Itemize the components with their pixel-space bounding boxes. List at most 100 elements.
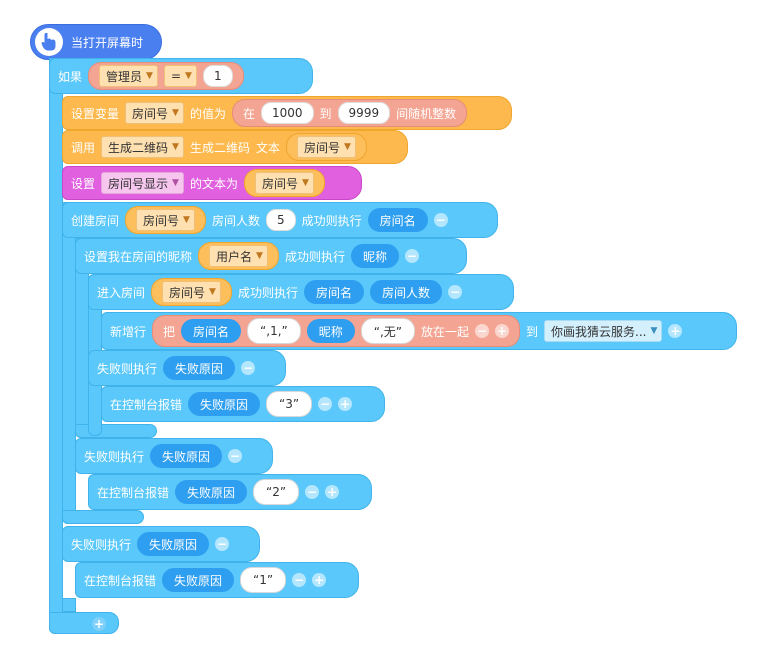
create-room-label: 创建房间 xyxy=(71,213,120,228)
add-else-button[interactable]: + xyxy=(92,617,106,631)
add-param-button[interactable]: + xyxy=(668,324,683,338)
remove-param-button[interactable]: − xyxy=(404,249,419,263)
count-value[interactable]: 5 xyxy=(265,209,296,231)
remove-param-button[interactable]: − xyxy=(433,213,448,227)
chevron-down-icon: ▼ xyxy=(650,326,658,336)
if-left-dropdown[interactable]: 管理员▼ xyxy=(99,65,158,87)
set-text-label: 设置 xyxy=(71,176,96,191)
of-label: 的值为 xyxy=(189,106,226,121)
create-room-row[interactable]: 创建房间 房间号▼ 房间人数 5 成功则执行 房间名 − xyxy=(62,202,498,238)
component-dropdown[interactable]: 房间号显示▼ xyxy=(101,172,184,194)
enter-result-1[interactable]: 房间名 xyxy=(303,280,364,304)
fail1-code[interactable]: “1” xyxy=(240,567,287,593)
enter-room-row[interactable]: 进入房间 房间号▼ 成功则执行 房间名 房间人数 − xyxy=(88,274,514,310)
chevron-down-icon: ▼ xyxy=(183,215,190,225)
remove-param-button[interactable]: − xyxy=(228,449,243,463)
in-label: 在 xyxy=(242,106,255,121)
enter-room-dropdown[interactable]: 房间号▼ xyxy=(162,281,221,303)
add-item-button[interactable]: + xyxy=(495,324,510,338)
if-container xyxy=(49,58,63,634)
chevron-down-icon: ▼ xyxy=(146,71,153,81)
join-expression[interactable]: 把 房间名 “,1,” 昵称 “,无” 放在一起 − + xyxy=(152,315,521,347)
to-value[interactable]: 9999 xyxy=(337,102,391,124)
fail2-log-row[interactable]: 在控制台报错 失败原因 “2” − + xyxy=(88,474,372,510)
join-label: 放在一起 xyxy=(421,324,470,339)
set-variable-row[interactable]: 设置变量 房间号▼ 的值为 在 1000 到 9999 间随机整数 xyxy=(62,96,512,130)
success-label: 成功则执行 xyxy=(301,213,362,228)
event-block[interactable]: 当打开屏幕时 xyxy=(30,24,162,60)
set-text-value[interactable]: 房间号▼ xyxy=(243,169,325,197)
random-int-expression[interactable]: 在 1000 到 9999 间随机整数 xyxy=(231,99,468,127)
remove-item-button[interactable]: − xyxy=(318,397,333,411)
chevron-down-icon: ▼ xyxy=(185,71,192,81)
chevron-down-icon: ▼ xyxy=(209,287,216,297)
nick-param[interactable]: 用户名▼ xyxy=(198,242,279,270)
create-room-bottom xyxy=(62,510,144,524)
set-nick-label: 设置我在房间的昵称 xyxy=(84,249,193,264)
param-dropdown[interactable]: 房间号▼ xyxy=(296,136,356,158)
add-row-block[interactable]: 新增行 把 房间名 “,1,” 昵称 “,无” 放在一起 − + 到 你画我猜云… xyxy=(101,312,737,350)
remove-item-button[interactable]: − xyxy=(475,324,490,338)
set-text-row[interactable]: 设置 房间号显示▼ 的文本为 房间号▼ xyxy=(62,166,362,200)
join-item-2[interactable]: “,1,” xyxy=(247,318,301,344)
call-param[interactable]: 房间号▼ xyxy=(285,133,367,161)
fail3-log-row[interactable]: 在控制台报错 失败原因 “3” − + xyxy=(101,386,385,422)
fail2-log-reason[interactable]: 失败原因 xyxy=(175,480,248,504)
fail3-reason[interactable]: 失败原因 xyxy=(163,356,236,380)
fail2-log-label: 在控制台报错 xyxy=(97,485,170,500)
if-right-value[interactable]: 1 xyxy=(202,65,233,87)
fail3-row[interactable]: 失败则执行 失败原因 − xyxy=(88,350,286,386)
event-label: 当打开屏幕时 xyxy=(71,36,144,50)
remove-param-button[interactable]: − xyxy=(448,285,462,299)
fail1-row[interactable]: 失败则执行 失败原因 − xyxy=(62,526,260,562)
remove-item-button[interactable]: − xyxy=(292,573,307,587)
enter-result-2[interactable]: 房间人数 xyxy=(369,280,442,304)
chevron-down-icon: ▼ xyxy=(344,142,351,152)
if-row[interactable]: 如果 管理员▼ =▼ 1 xyxy=(49,58,313,94)
add-item-button[interactable]: + xyxy=(338,397,353,411)
add-item-button[interactable]: + xyxy=(325,485,340,499)
chevron-down-icon: ▼ xyxy=(172,178,179,188)
call-row[interactable]: 调用 生成二维码▼ 生成二维码 文本 房间号▼ xyxy=(62,130,408,164)
nick-success-label: 成功则执行 xyxy=(284,249,345,264)
chevron-down-icon: ▼ xyxy=(172,108,179,118)
fail1-log-row[interactable]: 在控制台报错 失败原因 “1” − + xyxy=(75,562,359,598)
enter-room-label: 进入房间 xyxy=(97,285,146,300)
remove-item-button[interactable]: − xyxy=(305,485,320,499)
operator-dropdown[interactable]: =▼ xyxy=(163,65,197,87)
fail1-log-reason[interactable]: 失败原因 xyxy=(162,568,235,592)
compare-expression[interactable]: 管理员▼ =▼ 1 xyxy=(88,62,244,90)
chevron-down-icon: ▼ xyxy=(301,178,309,188)
remove-param-button[interactable]: − xyxy=(241,361,256,375)
fail2-reason[interactable]: 失败原因 xyxy=(150,444,223,468)
call-label: 调用 xyxy=(71,140,96,155)
fail2-row[interactable]: 失败则执行 失败原因 − xyxy=(75,438,273,474)
create-room-container xyxy=(62,202,76,524)
variable-dropdown[interactable]: 房间号▼ xyxy=(125,102,184,124)
nick-dropdown[interactable]: 用户名▼ xyxy=(209,245,268,267)
nick-result[interactable]: 昵称 xyxy=(350,244,399,268)
remove-param-button[interactable]: − xyxy=(215,537,230,551)
call-target-dropdown[interactable]: 生成二维码▼ xyxy=(101,136,184,158)
fail3-log-label: 在控制台报错 xyxy=(110,397,183,412)
put-label: 把 xyxy=(163,324,176,339)
set-nick-row[interactable]: 设置我在房间的昵称 用户名▼ 成功则执行 昵称 − xyxy=(75,238,467,274)
count-label: 房间人数 xyxy=(211,213,260,228)
fail1-reason[interactable]: 失败原因 xyxy=(137,532,210,556)
result-param[interactable]: 房间名 xyxy=(367,208,428,232)
fail2-label: 失败则执行 xyxy=(84,449,145,464)
fail3-code[interactable]: “3” xyxy=(266,391,313,417)
fail3-log-reason[interactable]: 失败原因 xyxy=(188,392,261,416)
enter-room-param[interactable]: 房间号▼ xyxy=(151,278,232,306)
value-dropdown[interactable]: 房间号▼ xyxy=(254,172,314,194)
target-dropdown[interactable]: 你画我猜云服务...▼ xyxy=(544,320,663,342)
room-param[interactable]: 房间号▼ xyxy=(125,206,206,234)
fail1-bottom xyxy=(62,598,76,612)
join-item-3[interactable]: 昵称 xyxy=(306,319,355,343)
room-dropdown[interactable]: 房间号▼ xyxy=(136,209,195,231)
join-item-1[interactable]: 房间名 xyxy=(181,319,242,343)
from-value[interactable]: 1000 xyxy=(260,102,314,124)
add-item-button[interactable]: + xyxy=(312,573,327,587)
fail2-code[interactable]: “2” xyxy=(253,479,300,505)
join-item-4[interactable]: “,无” xyxy=(360,318,416,344)
